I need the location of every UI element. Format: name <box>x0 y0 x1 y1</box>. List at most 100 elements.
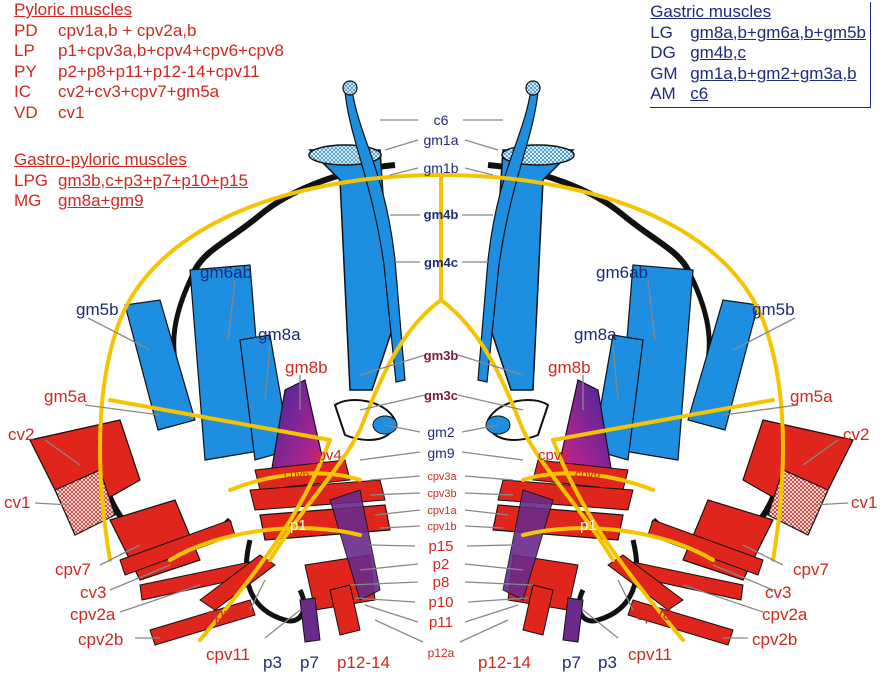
label-gm5a-left: gm5a <box>44 387 87 406</box>
label-cpv11-right: cpv11 <box>628 645 672 664</box>
legend-gastric-title: Gastric muscles <box>650 2 866 23</box>
label-gm9: gm9 <box>427 445 454 461</box>
label-gm8a-right: gm8a <box>574 325 617 344</box>
legend-gastro-pyloric-title: Gastro-pyloric muscles <box>14 150 248 171</box>
label-cv1-right: cv1 <box>851 493 877 512</box>
label-gm3b: gm3b <box>424 348 459 363</box>
label-gm5a-right: gm5a <box>790 387 833 406</box>
legend-abbr: LG <box>650 23 690 44</box>
label-cpv8-left: cpv8 <box>206 605 242 624</box>
label-p2: p2 <box>433 556 450 573</box>
legend-desc: p2+p8+p11+p12-14+cpv11 <box>58 62 260 81</box>
label-cv2-right: cv2 <box>843 425 869 444</box>
legend-row: VDcv1 <box>14 103 284 124</box>
legend-desc: gm8a+gm9 <box>58 191 144 210</box>
label-gm1b: gm1b <box>423 160 458 176</box>
label-cpv2b-left: cpv2b <box>78 630 123 649</box>
legend-abbr: IC <box>14 82 58 103</box>
legend-desc: c6 <box>690 84 708 103</box>
label-p7-left: p7 <box>300 653 319 672</box>
label-cpv4-right: cpv4 <box>538 447 570 464</box>
label-p7-right: p7 <box>562 653 581 672</box>
label-p3-left: p3 <box>263 653 282 672</box>
label-gm4c: gm4c <box>424 255 458 270</box>
legend-abbr: PY <box>14 62 58 83</box>
legend-desc: cv1 <box>58 103 84 122</box>
legend-abbr: GM <box>650 64 690 85</box>
label-p10: p10 <box>428 594 453 611</box>
label-cpv2a-left: cpv2a <box>70 605 116 624</box>
legend-desc: cpv1a,b + cpv2a,b <box>58 21 196 40</box>
label-cpv4-left: cpv4 <box>310 447 342 464</box>
label-gm3c: gm3c <box>424 388 458 403</box>
legend-row: DGgm4b,c <box>650 43 866 64</box>
center-pyloric-labels: cpv3a cpv3b cpv1a cpv1b p15 p2 p8 p10 p1… <box>427 471 457 660</box>
label-cpv1b: cpv1b <box>427 521 456 533</box>
label-p11: p11 <box>429 614 453 631</box>
label-gm8a-left: gm8a <box>258 325 301 344</box>
label-gm4b: gm4b <box>424 207 459 222</box>
label-p12-14-right: p12-14 <box>478 653 531 672</box>
label-cpv3a: cpv3a <box>427 471 457 483</box>
legend-desc: gm1a,b+gm2+gm3a,b <box>690 64 856 83</box>
legend-desc: p1+cpv3a,b+cpv4+cpv6+cpv8 <box>58 41 284 60</box>
label-cv2-left: cv2 <box>8 425 34 444</box>
c6-cut-left <box>343 81 357 95</box>
label-gm2: gm2 <box>427 424 454 440</box>
label-cpv2a-right: cpv2a <box>762 605 808 624</box>
label-gm5b-right: gm5b <box>752 300 795 319</box>
label-p15: p15 <box>428 538 453 555</box>
label-cpv7-right: cpv7 <box>793 560 829 579</box>
label-cpv3b: cpv3b <box>427 488 456 500</box>
label-p1-left: p1 <box>290 517 307 534</box>
label-p3-right: p3 <box>598 653 617 672</box>
label-cpv2b-right: cpv2b <box>752 630 797 649</box>
label-cv3-right: cv3 <box>765 583 791 602</box>
label-gm6ab-left: gm6ab <box>200 263 252 282</box>
label-cv1-left: cv1 <box>4 493 30 512</box>
legend-desc: cv2+cv3+cpv7+gm5a <box>58 82 219 101</box>
label-cpv11-left: cpv11 <box>206 645 250 664</box>
legend-abbr: DG <box>650 43 690 64</box>
legend-abbr: PD <box>14 21 58 42</box>
label-gm6ab-right: gm6ab <box>596 263 648 282</box>
label-cv3-left: cv3 <box>80 583 106 602</box>
label-p12a: p12a <box>428 646 455 660</box>
label-cpv6-right: cpv6 <box>575 467 601 481</box>
label-cpv1a: cpv1a <box>427 505 457 517</box>
label-p1-right: p1 <box>580 517 597 534</box>
legend-pyloric-title: Pyloric muscles <box>14 0 284 21</box>
label-gm5b-left: gm5b <box>76 300 119 319</box>
legend-row: ICcv2+cv3+cpv7+gm5a <box>14 82 284 103</box>
label-cpv8-right: cpv8 <box>636 605 672 624</box>
legend-desc: gm3b,c+p3+p7+p10+p15 <box>58 171 248 190</box>
label-gm8b-right: gm8b <box>548 358 591 377</box>
legend-desc: gm8a,b+gm6a,b+gm5b <box>690 23 866 42</box>
legend-row: GMgm1a,b+gm2+gm3a,b <box>650 64 866 85</box>
label-c6: c6 <box>434 112 449 128</box>
legend-abbr: VD <box>14 103 58 124</box>
label-gm8b-left: gm8b <box>285 358 328 377</box>
label-gm1a: gm1a <box>423 132 458 148</box>
legend-abbr: LPG <box>14 171 58 192</box>
legend-abbr: AM <box>650 84 690 105</box>
legend-abbr: LP <box>14 41 58 62</box>
label-cpv7-left: cpv7 <box>55 560 91 579</box>
legend-desc: gm4b,c <box>690 43 746 62</box>
legend-row: PDcpv1a,b + cpv2a,b <box>14 21 284 42</box>
legend-abbr: MG <box>14 191 58 212</box>
label-p12-14-left: p12-14 <box>337 653 390 672</box>
label-p8: p8 <box>433 574 450 591</box>
label-cpv6-left: cpv6 <box>284 467 310 481</box>
legend-row: LGgm8a,b+gm6a,b+gm5b <box>650 23 866 44</box>
legend-row: AMc6 <box>650 84 866 105</box>
c6-cut-right <box>526 81 540 95</box>
